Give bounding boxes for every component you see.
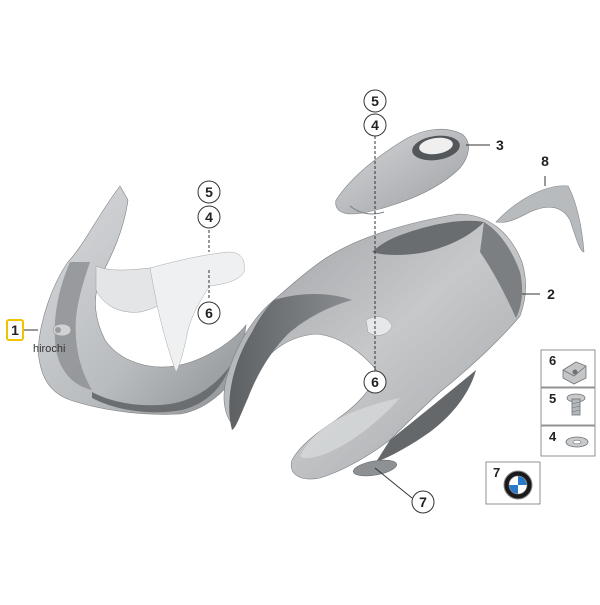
tank-cover (335, 128, 469, 215)
callout-4-left[interactable]: 4 (197, 205, 221, 229)
legend-item-6[interactable]: 6 (540, 349, 596, 388)
svg-text:4: 4 (205, 209, 213, 225)
svg-text:2: 2 (547, 286, 555, 302)
callout-1[interactable]: 1 (6, 319, 24, 341)
svg-text:4: 4 (371, 117, 379, 133)
svg-text:6: 6 (371, 374, 379, 390)
trim-strip (495, 185, 585, 253)
legend-item-7[interactable]: 7 (485, 461, 541, 505)
clip-nut-icon (562, 361, 587, 385)
svg-text:5: 5 (371, 93, 379, 109)
svg-text:5: 5 (205, 184, 213, 200)
svg-text:6: 6 (549, 353, 556, 368)
callout-8[interactable]: 8 (541, 153, 549, 169)
callout-3[interactable]: 3 (496, 137, 504, 153)
front-fairing (37, 185, 247, 415)
svg-text:1: 1 (11, 322, 19, 338)
callout-6-left[interactable]: 6 (197, 301, 221, 325)
svg-text:5: 5 (549, 391, 556, 406)
callout-5-center[interactable]: 5 (363, 89, 387, 113)
legend-item-4[interactable]: 4 (540, 425, 596, 457)
callout-6-center[interactable]: 6 (363, 370, 387, 394)
svg-text:7: 7 (493, 465, 500, 480)
legend-item-5[interactable]: 5 (540, 387, 596, 426)
svg-text:4: 4 (549, 429, 557, 444)
callout-2[interactable]: 2 (547, 286, 555, 302)
washer-icon (565, 436, 589, 448)
svg-text:3: 3 (496, 137, 504, 153)
watermark-text: hirochi (33, 343, 65, 355)
callout-7[interactable]: 7 (411, 490, 435, 514)
callout-5-left[interactable]: 5 (197, 180, 221, 204)
bmw-emblem-icon (503, 470, 533, 500)
svg-text:7: 7 (419, 494, 427, 510)
parts-legend: 6 5 4 (485, 349, 596, 505)
screw-icon (566, 393, 586, 416)
callout-4-center[interactable]: 4 (363, 113, 387, 137)
svg-text:8: 8 (541, 153, 549, 169)
svg-text:6: 6 (205, 305, 213, 321)
